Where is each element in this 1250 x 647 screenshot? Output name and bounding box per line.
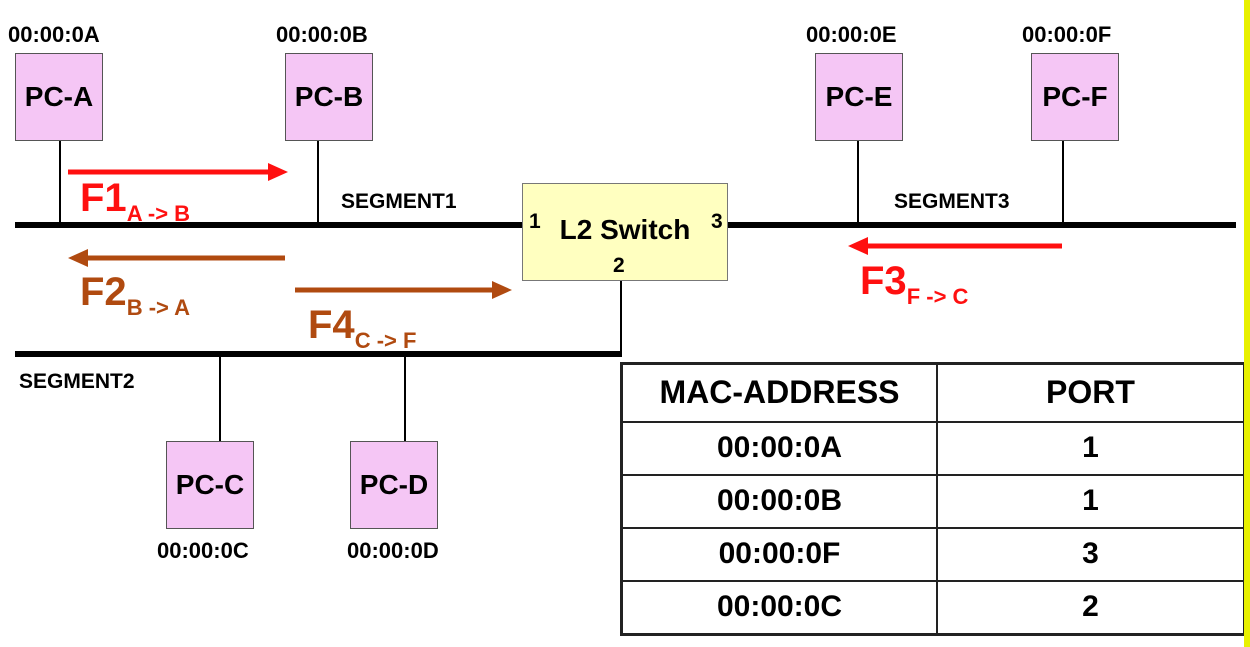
segment2-line	[15, 351, 622, 357]
pc-c-mac: 00:00:0C	[157, 538, 249, 563]
mac-cell: 00:00:0A	[620, 420, 938, 476]
switch-port2-link	[620, 281, 622, 353]
port-cell: 1	[936, 473, 1246, 529]
mac-address-table: MAC-ADDRESS PORT 00:00:0A 1 00:00:0B 1 0…	[620, 362, 1246, 636]
header-port: PORT	[936, 362, 1246, 423]
f4-label: F4C -> F	[308, 303, 416, 354]
pc-e-link	[857, 141, 859, 224]
segment3-line	[728, 222, 1236, 228]
f3-label: F3F -> C	[860, 259, 968, 310]
f1-label: F1A -> B	[80, 176, 190, 227]
f4-arrow	[295, 281, 512, 299]
table-row: 00:00:0C 2	[620, 579, 1246, 636]
f3-sub: F -> C	[906, 284, 969, 309]
table-row: 00:00:0A 1	[620, 420, 1246, 476]
f2-arrow	[68, 249, 285, 267]
pc-a: PC-A	[15, 53, 103, 141]
f2-sub: B -> A	[126, 295, 191, 320]
pc-f: PC-F	[1031, 53, 1119, 141]
mac-cell: 00:00:0C	[620, 579, 938, 636]
table-row: 00:00:0B 1	[620, 473, 1246, 529]
switch-port2-label: 2	[613, 254, 625, 277]
pc-d-mac: 00:00:0D	[347, 538, 439, 563]
segment3-label: SEGMENT3	[894, 190, 1010, 213]
switch-name: L2 Switch	[559, 214, 691, 245]
pc-c-link	[219, 355, 221, 442]
pc-e-mac: 00:00:0E	[806, 22, 897, 47]
pc-b-mac: 00:00:0B	[276, 22, 368, 47]
header-mac-address: MAC-ADDRESS	[620, 362, 938, 423]
f2-label: F2B -> A	[80, 270, 190, 321]
segment1-label: SEGMENT1	[341, 190, 457, 213]
f4-sub: C -> F	[354, 328, 417, 353]
f2-name: F2	[80, 270, 127, 314]
switch-port3-label: 3	[711, 210, 723, 233]
pc-d-link	[404, 355, 406, 442]
port-cell: 2	[936, 579, 1246, 636]
table-header-row: MAC-ADDRESS PORT	[620, 362, 1246, 423]
f1-name: F1	[80, 176, 127, 220]
switch-port1-label: 1	[529, 210, 541, 233]
table-row: 00:00:0F 3	[620, 526, 1246, 582]
f4-name: F4	[308, 303, 355, 347]
port-cell: 1	[936, 420, 1246, 476]
pc-a-link	[59, 141, 61, 224]
pc-d: PC-D	[350, 441, 438, 529]
segment2-label: SEGMENT2	[19, 370, 135, 393]
pc-e: PC-E	[815, 53, 903, 141]
pc-f-mac: 00:00:0F	[1022, 22, 1112, 47]
l2-switch: L2 Switch 1 3 2	[522, 183, 728, 281]
pc-a-mac: 00:00:0A	[8, 22, 100, 47]
pc-b: PC-B	[285, 53, 373, 141]
mac-cell: 00:00:0F	[620, 526, 938, 582]
edge-bar	[1244, 0, 1250, 647]
f3-name: F3	[860, 259, 907, 303]
f3-arrow	[848, 237, 1062, 255]
segment1-line	[15, 222, 525, 228]
pc-f-link	[1062, 141, 1064, 224]
mac-cell: 00:00:0B	[620, 473, 938, 529]
f1-sub: A -> B	[126, 201, 191, 226]
pc-b-link	[317, 141, 319, 224]
pc-c: PC-C	[166, 441, 254, 529]
port-cell: 3	[936, 526, 1246, 582]
